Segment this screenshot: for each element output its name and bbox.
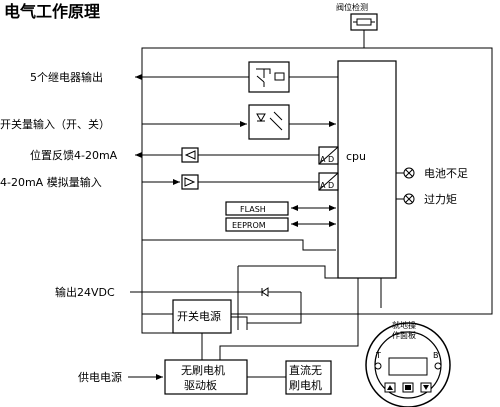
eeprom-label: EEPROM (232, 221, 266, 230)
switch-psu-block (172, 299, 232, 334)
opto-diode-icon (256, 113, 266, 123)
up-arrow-icon (387, 385, 393, 390)
relay-block (248, 61, 290, 93)
dc-motor-label-2: 刷电机 (289, 378, 322, 392)
analog-input-label: 4-20mA 模拟量输入 (0, 175, 102, 189)
flash-label: FLASH (240, 205, 266, 214)
switch-psu-label: 开关电源 (177, 309, 221, 323)
local-panel-label-2: 作面板 (392, 330, 416, 340)
panel-b-label: B (433, 351, 439, 360)
power-supply-label: 供电电源 (78, 370, 122, 384)
dc-motor-label-1: 直流无 (289, 363, 322, 377)
feedback-buffer-block (181, 147, 199, 163)
relay-coil-icon (274, 72, 285, 81)
local-panel-label-1: 就地操 (392, 320, 416, 330)
ad-converter-label: A D (320, 181, 334, 190)
analog-buffer-block (181, 174, 199, 190)
panel-t-knob[interactable] (374, 362, 382, 370)
diode-icon (261, 287, 269, 297)
position-feedback-label: 位置反馈4-20mA (30, 148, 118, 162)
relay-output-label: 5个继电器输出 (30, 70, 103, 84)
dc-motor-block (285, 360, 332, 395)
battery-low-label: 电池不足 (424, 167, 468, 180)
buffer-right-icon (184, 177, 196, 187)
da-converter-label: A D (320, 155, 334, 164)
motor-driver-block (164, 359, 248, 395)
flash-chip (225, 201, 289, 216)
optocoupler-block (248, 104, 290, 140)
switch-input-label: 开关量输入（开、关） (0, 117, 110, 131)
cpu-label: cpu (346, 150, 366, 163)
eeprom-chip (225, 217, 289, 232)
relay-contact-icon (256, 68, 271, 87)
valve-detect-label: 阀位检测 (336, 2, 368, 12)
motor-driver-label-1: 无刷电机 (181, 363, 225, 377)
output-24v-label: 输出24VDC (55, 285, 115, 299)
buffer-left-icon (184, 150, 196, 160)
stop-square-icon (405, 385, 411, 390)
cpu-block (337, 60, 397, 279)
motor-driver-label-2: 驱动板 (184, 378, 217, 392)
down-arrow-icon (423, 385, 429, 390)
panel-display (388, 357, 428, 376)
panel-b-knob[interactable] (434, 362, 442, 370)
diagram-title: 电气工作原理 (4, 2, 100, 21)
panel-t-label: T (375, 351, 381, 360)
overtorque-label: 过力矩 (424, 193, 457, 206)
controller-enclosure (141, 47, 493, 315)
